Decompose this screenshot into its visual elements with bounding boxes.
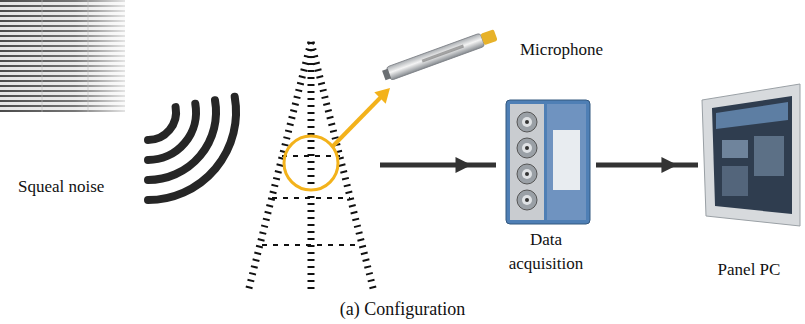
bnc-connectors (517, 112, 537, 210)
screen-band (716, 102, 788, 129)
tower-leg (311, 42, 374, 292)
highlight-circle (284, 136, 338, 190)
figure-caption: (a) Configuration (0, 298, 805, 320)
node-label: Panel PC (697, 258, 801, 282)
grille-post (42, 0, 43, 112)
daq-housing (506, 100, 590, 224)
tower-mast (308, 42, 315, 292)
arrow-head (661, 157, 677, 173)
bnc-connector (525, 120, 529, 124)
microphone-picture (381, 28, 498, 82)
bnc-connector (517, 190, 537, 210)
sound-wave-arc (148, 100, 216, 180)
sound-wave-arc (148, 107, 176, 140)
bnc-connector (522, 195, 532, 205)
bnc-connector (525, 172, 529, 176)
screen-window (754, 136, 784, 176)
microphone-tip (480, 29, 497, 45)
bnc-connector (522, 169, 532, 179)
grille-photo (0, 0, 125, 112)
daq-label-strip (553, 130, 580, 190)
microphone-marking (422, 45, 464, 63)
node-label: Data acquisition (501, 228, 591, 276)
grille-slats (0, 0, 125, 112)
daq-side-panel (547, 104, 586, 220)
sound-waves (148, 97, 236, 200)
source-label: Squeal noise (18, 176, 143, 198)
tower-crossbar (282, 155, 340, 157)
bnc-connector (517, 164, 537, 184)
sound-wave-arc (148, 104, 196, 160)
signal-arrow (596, 157, 698, 173)
picture-node: Panel PC (698, 80, 802, 280)
bnc-connector (525, 146, 529, 150)
picture-node: Data acquisition (496, 96, 596, 280)
daq-connector-panel (510, 104, 544, 220)
microphone-tower (248, 42, 374, 292)
zoom-arrowhead (374, 88, 390, 104)
sound-wave-arc (148, 97, 236, 200)
picture-node: Microphone (238, 38, 380, 292)
bnc-connector (517, 112, 537, 132)
signal-arrow (380, 157, 496, 173)
grille-fade (0, 0, 125, 112)
bnc-connector (517, 138, 537, 158)
panel-pc-picture (702, 84, 800, 226)
bnc-connector (522, 117, 532, 127)
arrow-line (380, 163, 496, 168)
microphone-body (386, 33, 485, 80)
screen-window (722, 140, 748, 158)
bnc-connector (525, 198, 529, 202)
bnc-connector (522, 143, 532, 153)
arrow-head (456, 157, 472, 173)
tower-crossbar (272, 197, 350, 199)
microphone-connector (382, 69, 391, 80)
grille-post (88, 0, 89, 112)
panel-frame (702, 84, 800, 226)
screen-window (722, 166, 748, 196)
node-label: Microphone (520, 38, 640, 62)
tower-leg (248, 42, 311, 292)
panel-screen (712, 96, 792, 214)
arrow-line (596, 163, 698, 168)
tower-crossbar (262, 244, 360, 246)
daq-module-picture (506, 100, 590, 224)
zoom-leader (333, 97, 381, 146)
